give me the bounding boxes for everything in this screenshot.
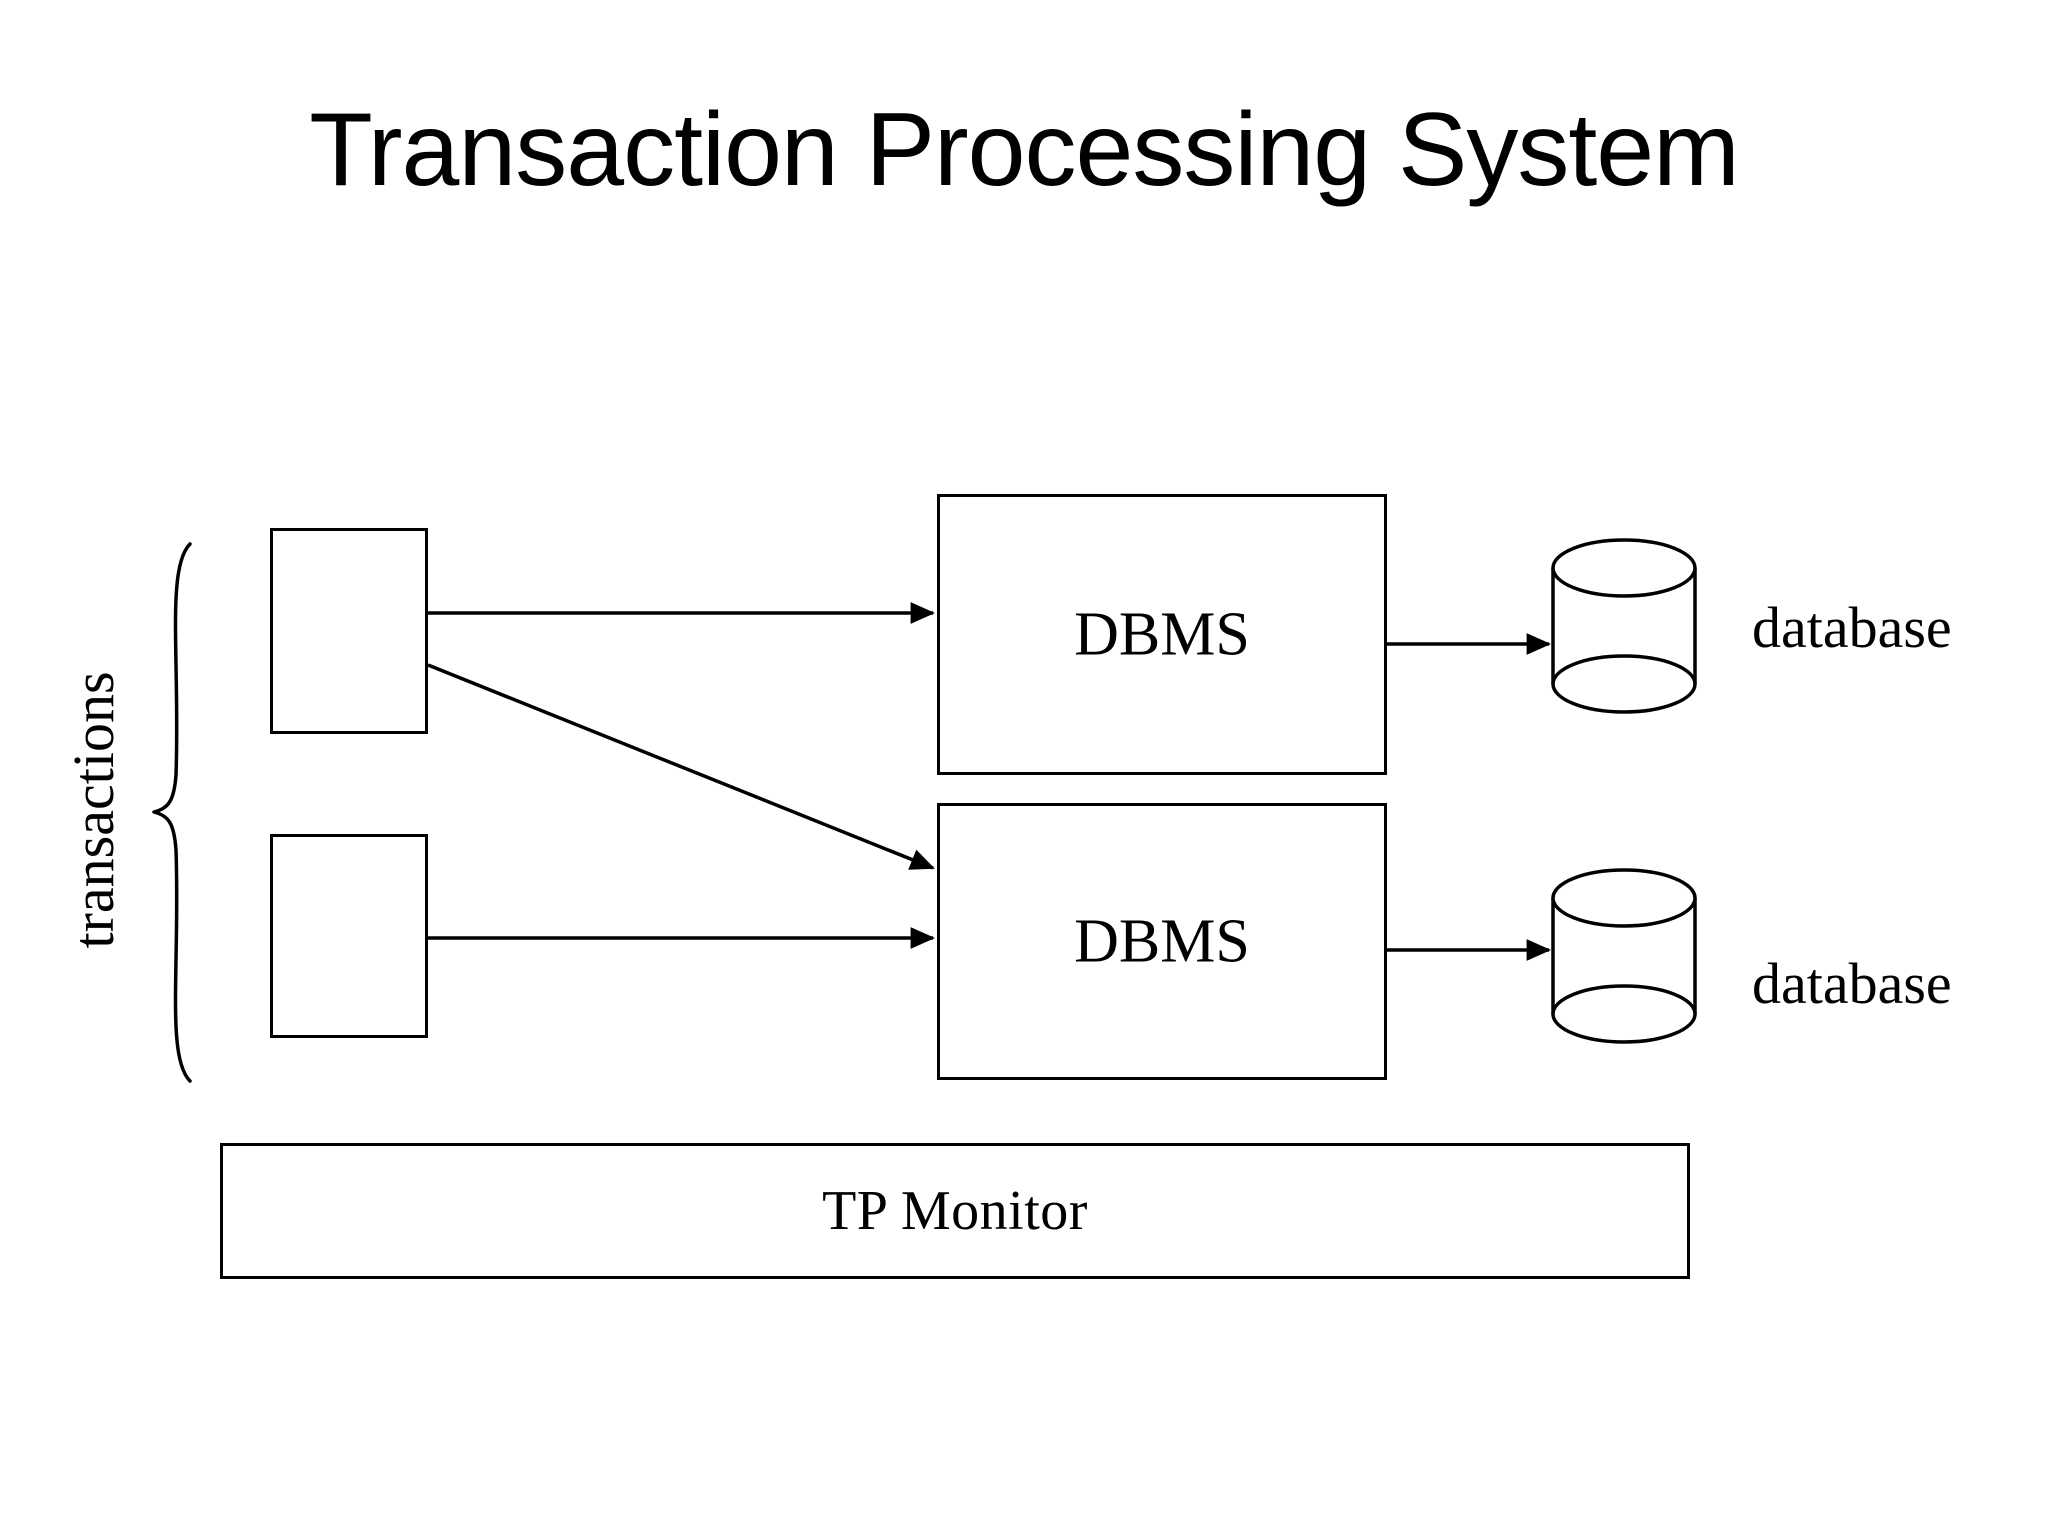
tp-monitor-box[interactable]: TP Monitor — [220, 1143, 1690, 1279]
client-box-2[interactable] — [270, 834, 428, 1038]
dbms-box-2[interactable]: DBMS — [937, 803, 1387, 1080]
database-cylinder-1-icon — [1551, 538, 1697, 714]
dbms-box-1[interactable]: DBMS — [937, 494, 1387, 775]
dbms-box-1-label: DBMS — [1074, 600, 1250, 668]
transactions-brace-icon — [152, 542, 192, 1083]
database-label-1: database — [1752, 595, 1952, 660]
database-label-2: database — [1752, 951, 1952, 1016]
transactions-label: transactions — [61, 671, 126, 949]
connector-client1-dbms2 — [427, 663, 935, 870]
client-box-1[interactable] — [270, 528, 428, 734]
dbms-box-2-label: DBMS — [1074, 907, 1250, 975]
database-cylinder-2-icon — [1551, 868, 1697, 1044]
tp-monitor-label: TP Monitor — [822, 1180, 1088, 1242]
page-title: Transaction Processing System — [309, 92, 1740, 208]
